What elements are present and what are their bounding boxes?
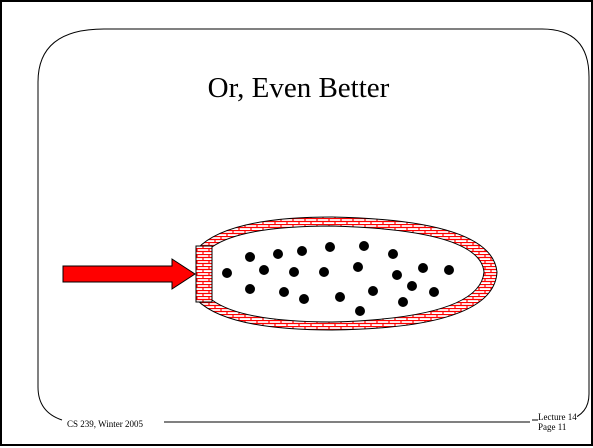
particle-icon xyxy=(289,267,299,277)
particle-icon xyxy=(353,262,363,272)
arrow-icon xyxy=(63,259,195,289)
particle-icon xyxy=(335,292,345,302)
particle-icon xyxy=(392,270,402,280)
footer-lecture: Lecture 14 xyxy=(538,412,577,422)
particle-icon xyxy=(279,287,289,297)
particle-icon xyxy=(407,281,417,291)
footer-course: CS 239, Winter 2005 xyxy=(67,419,146,429)
particle-icon xyxy=(418,263,428,273)
particle-icon xyxy=(299,294,309,304)
footer-page-info: Lecture 14 Page 11 xyxy=(538,412,577,432)
footer-page-number: Page 11 xyxy=(538,422,577,432)
particle-icon xyxy=(444,265,454,275)
particle-icon xyxy=(297,246,307,256)
particle-icon xyxy=(245,284,255,294)
particle-icon xyxy=(319,267,329,277)
particle-icon xyxy=(355,306,365,316)
particle-icon xyxy=(359,241,369,251)
particle-icon xyxy=(398,297,408,307)
particle-icon xyxy=(273,249,283,259)
particle-icon xyxy=(429,287,439,297)
particle-icon xyxy=(245,252,255,262)
particle-icon xyxy=(388,249,398,259)
particle-icon xyxy=(222,268,232,278)
particle-icon xyxy=(259,265,269,275)
particle-icon xyxy=(368,286,378,296)
particle-icon xyxy=(325,242,335,252)
